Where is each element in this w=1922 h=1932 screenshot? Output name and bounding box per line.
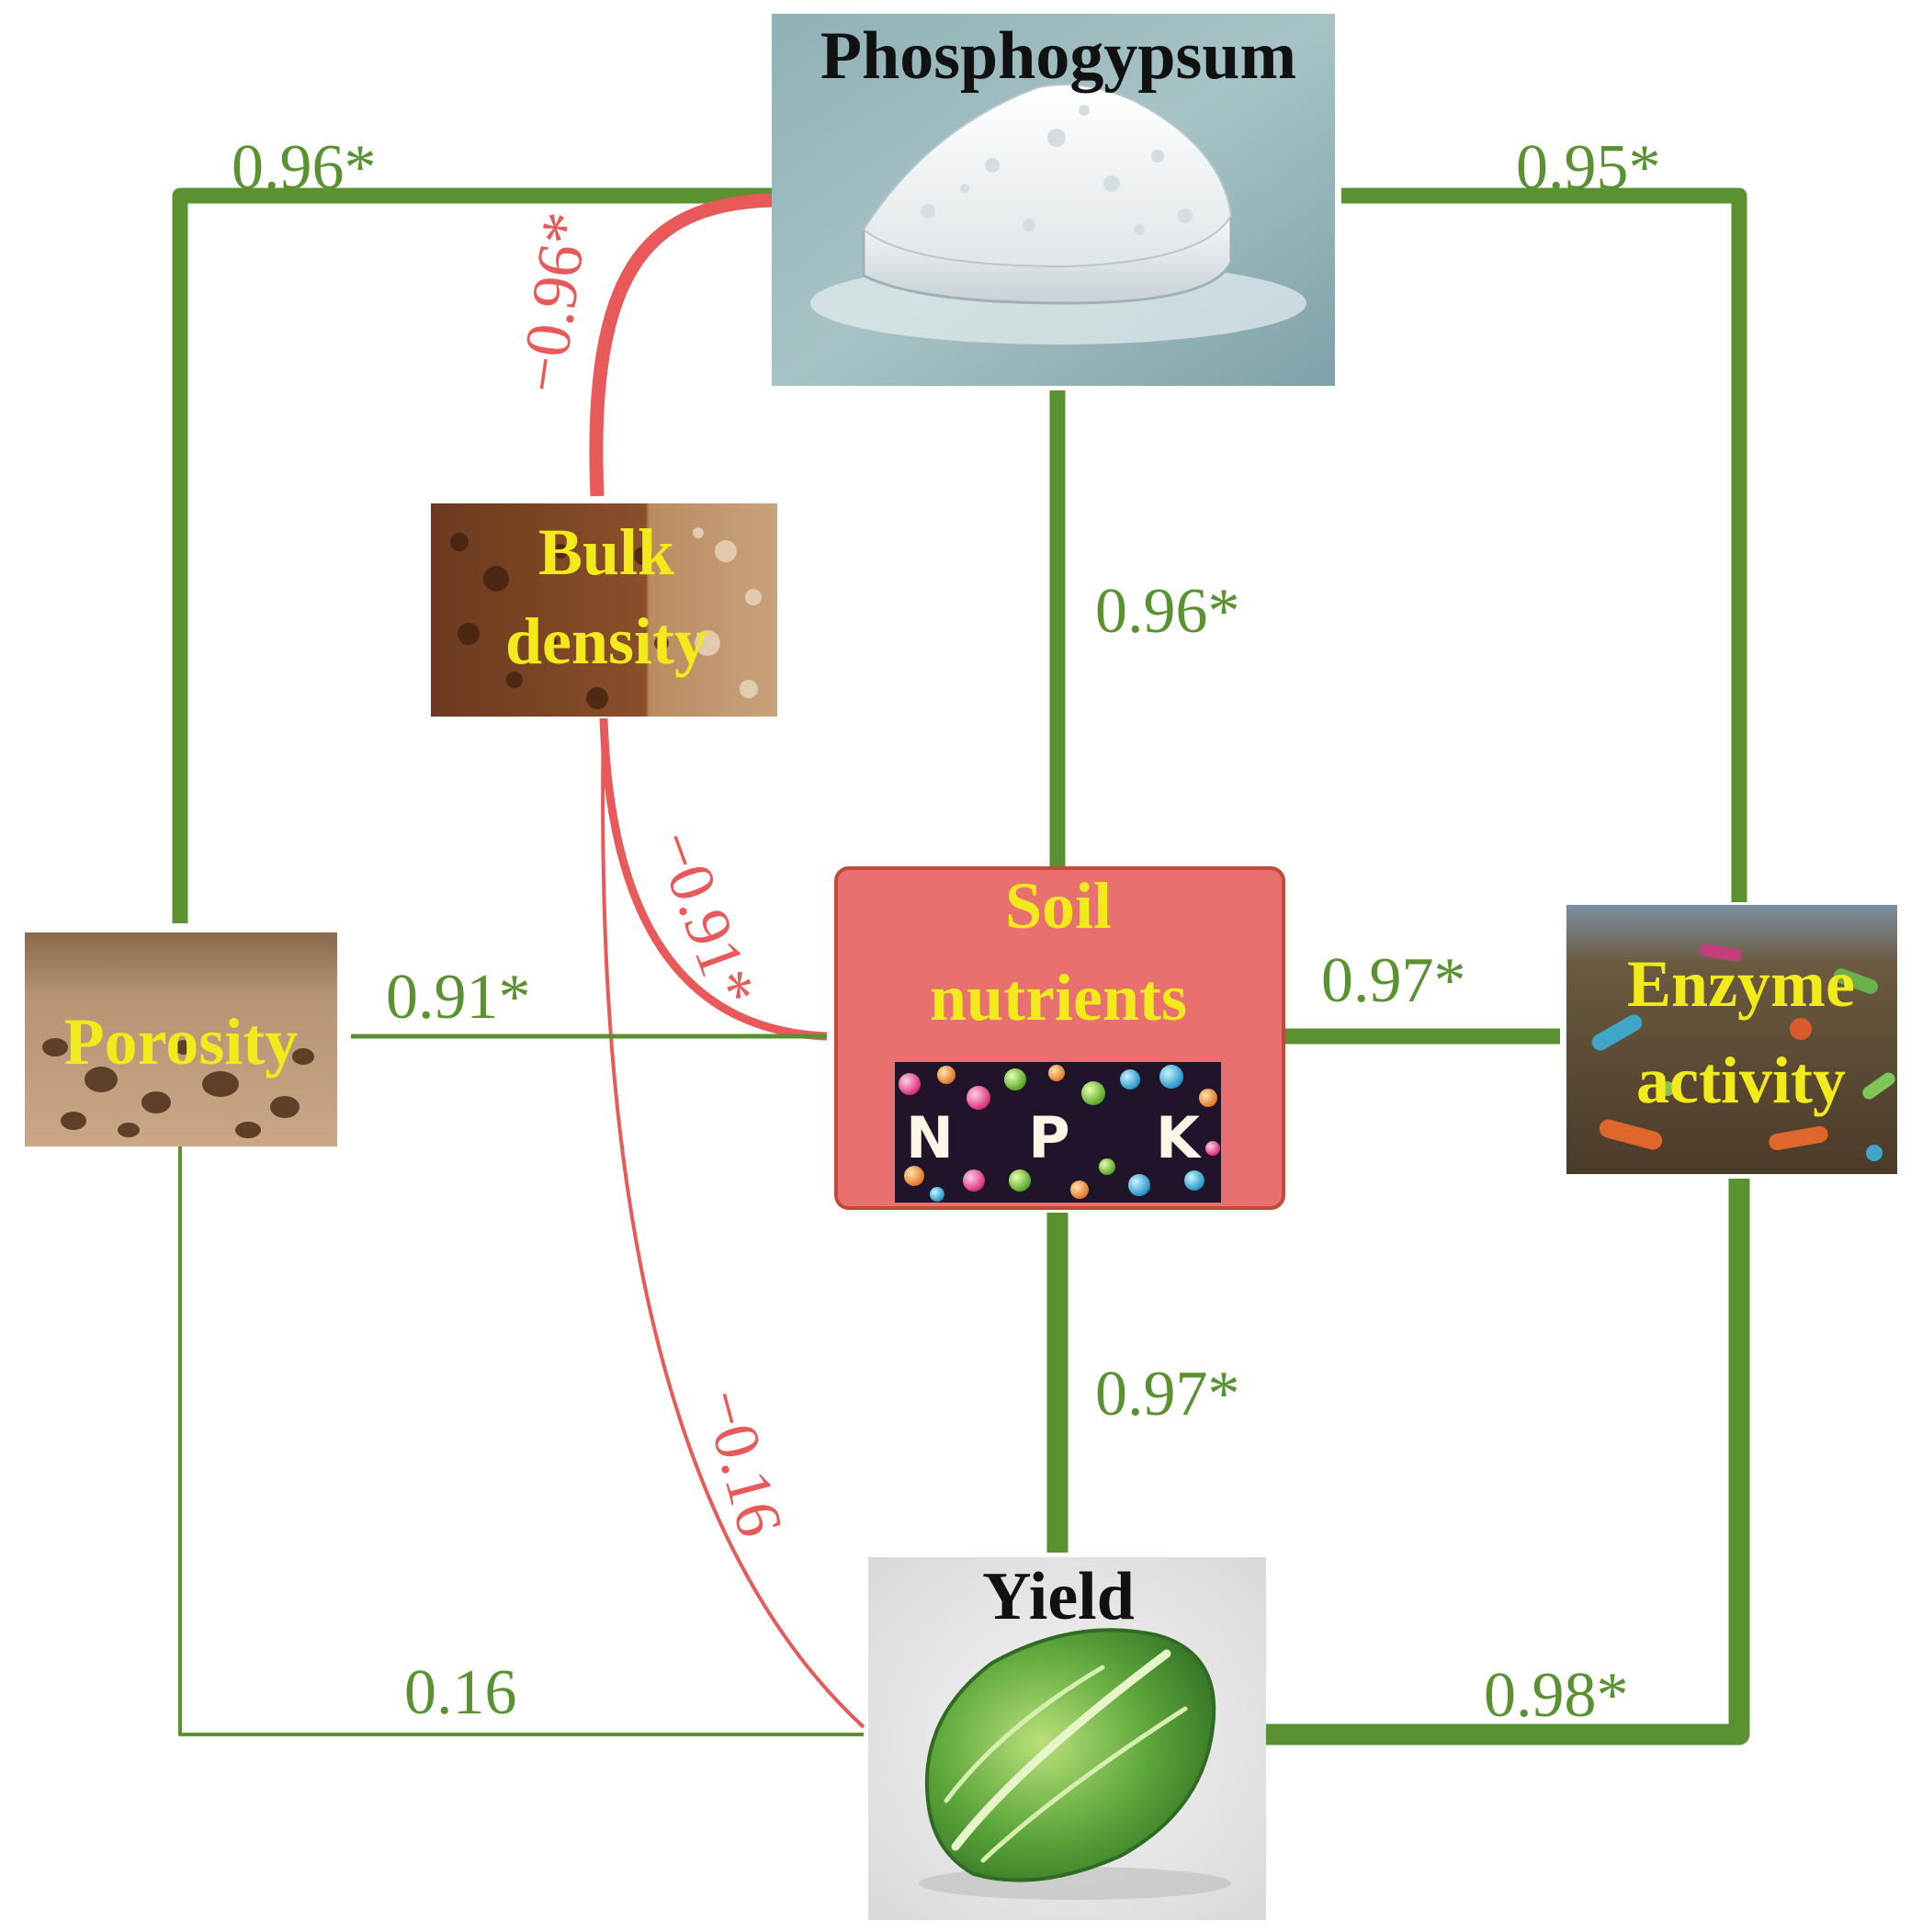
node-phosphogypsum: Phosphogypsum [772,14,1335,386]
npk-image: N P K [895,1062,1221,1203]
fertilizer-beads-icon [899,1065,1220,1202]
coef-phosphogypsum-enzyme: 0.95* [1516,132,1661,203]
bulk-density-image [431,503,777,717]
coef-bulk-soil: −0.91* [640,821,769,1015]
phosphogypsum-title: Phosphogypsum [820,18,1296,94]
edge-enzyme-yield [1262,1179,1750,1746]
porosity-title: Porosity [64,1005,299,1079]
npk-letter-p: P [1028,1104,1069,1171]
coef-phosphogypsum-porosity: 0.96* [232,132,377,203]
soil-microbes-icon [1591,943,1895,1161]
edge-phosphogypsum-porosity [172,187,772,924]
node-soil-nutrients: Soil nutrients [834,866,1285,1210]
coef-phosphogypsum-soil: 0.96* [1095,576,1240,647]
node-bulk-density: Bulk density [431,503,777,717]
node-porosity: Porosity [25,932,337,1147]
bulk-density-title-line2: density [505,604,707,678]
enzyme-activity-title-line2: activity [1636,1044,1846,1117]
edge-bulk-yield [601,717,865,1729]
npk-letter-k: K [1156,1104,1202,1171]
coef-bulk-yield: −0.16 [689,1382,796,1543]
edge-porosity-yield [178,1147,865,1737]
edge-phosphogypsum-bulk [589,193,773,497]
powder-pile-icon [810,84,1306,345]
edge-phosphogypsum-enzyme [1341,187,1747,903]
npk-letter-n: N [906,1104,954,1171]
coef-phosphogypsum-bulk: −0.96* [507,208,603,397]
coef-porosity-soil: 0.91* [386,962,531,1033]
coef-soil-enzyme: 0.97* [1321,945,1466,1016]
cabbage-icon [919,1628,1231,1900]
yield-title: Yield [982,1559,1135,1634]
coef-porosity-yield: 0.16 [404,1657,517,1728]
edge-bulk-soil [599,717,828,1041]
coef-enzyme-yield: 0.98* [1484,1660,1629,1731]
soil-nutrients-title-line2: nutrients [930,961,1187,1034]
enzyme-activity-title-line1: Enzyme [1627,947,1855,1021]
soil-texture-icon [450,533,669,709]
node-enzyme-activity: Enzyme activity [1566,905,1897,1174]
soil-nutrients-title-line1: Soil [1005,869,1112,943]
porous-soil-icon [42,1038,314,1138]
bulk-density-title-line1: Bulk [538,515,674,589]
coef-soil-yield: 0.97* [1095,1359,1240,1429]
node-yield: Yield [868,1557,1266,1920]
